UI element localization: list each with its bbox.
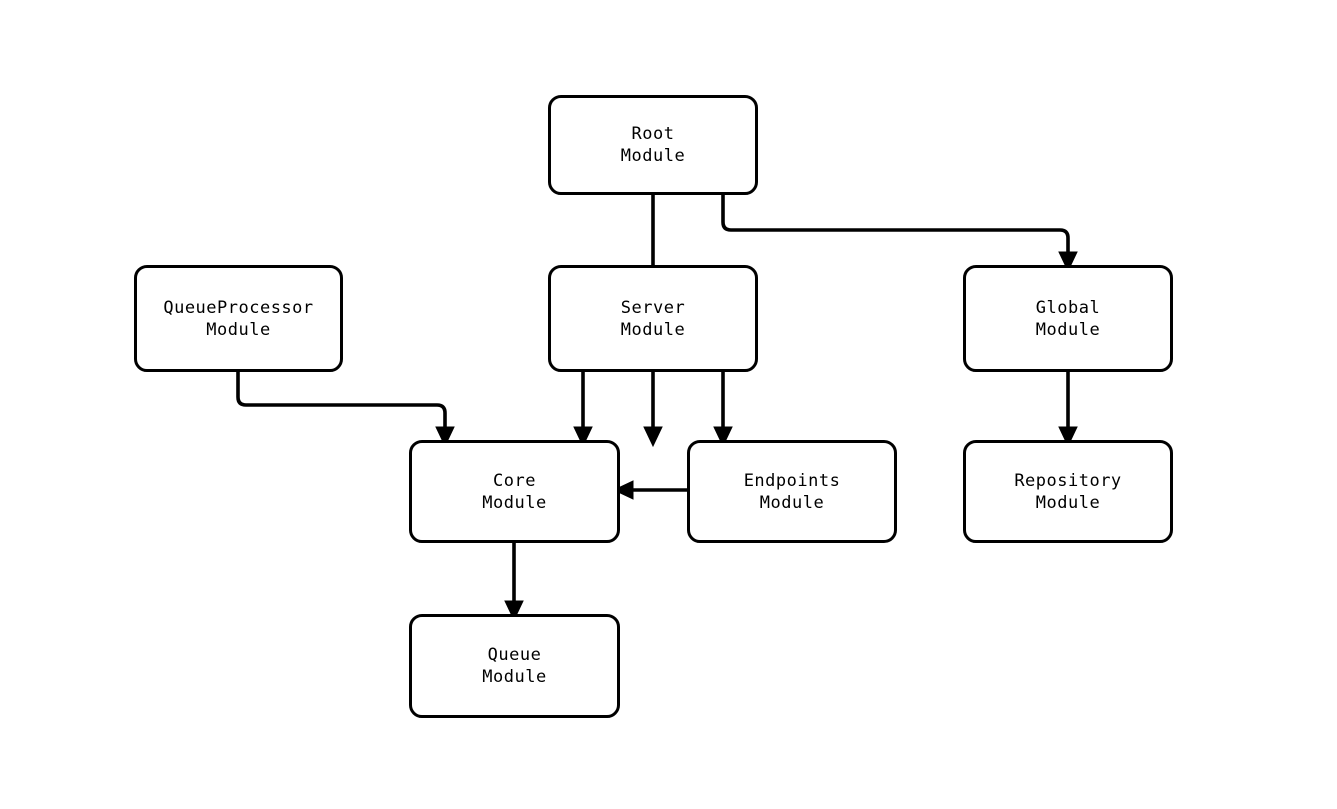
node-repository-module-line2: Module (1035, 492, 1101, 513)
edge-global-to-repository (1058, 372, 1078, 448)
node-server-module[interactable]: Server Module (548, 265, 758, 372)
node-endpoints-module-line1: Endpoints (743, 470, 841, 491)
node-repository-module[interactable]: Repository Module (963, 440, 1173, 543)
node-global-module-line1: Global (1035, 297, 1101, 318)
node-root-module-line2: Module (620, 146, 686, 166)
node-global-module[interactable]: Global Module (963, 265, 1173, 372)
node-queueprocessor-module-line1: QueueProcessor (163, 297, 314, 318)
node-root-module-line1: Root (631, 124, 675, 144)
node-queueprocessor-module-line2: Module (206, 319, 271, 340)
edge-queueprocessor-to-core (236, 372, 455, 448)
node-core-module-line1: Core (493, 470, 536, 491)
node-repository-module-line1: Repository (1014, 470, 1122, 491)
node-endpoints-module-line2: Module (759, 492, 825, 513)
node-server-module-line2: Module (620, 319, 686, 340)
node-global-module-line2: Module (1035, 319, 1101, 340)
node-queueprocessor-module[interactable]: QueueProcessor Module (134, 265, 343, 372)
node-queue-module-line2: Module (482, 667, 547, 687)
node-queue-module[interactable]: Queue Module (409, 614, 620, 718)
node-core-module-line2: Module (482, 492, 547, 513)
edge-root-to-global (721, 195, 1078, 273)
node-server-module-line1: Server (620, 297, 686, 318)
edge-core-to-queue (504, 543, 524, 622)
edge-server-to-endpoints (713, 372, 733, 448)
node-endpoints-module[interactable]: Endpoints Module (687, 440, 897, 543)
node-root-module[interactable]: Root Module (548, 95, 758, 195)
edge-server-to-core (573, 372, 593, 448)
edge-endpoints-to-core (612, 480, 687, 500)
node-core-module[interactable]: Core Module (409, 440, 620, 543)
node-queue-module-line1: Queue (487, 645, 542, 665)
